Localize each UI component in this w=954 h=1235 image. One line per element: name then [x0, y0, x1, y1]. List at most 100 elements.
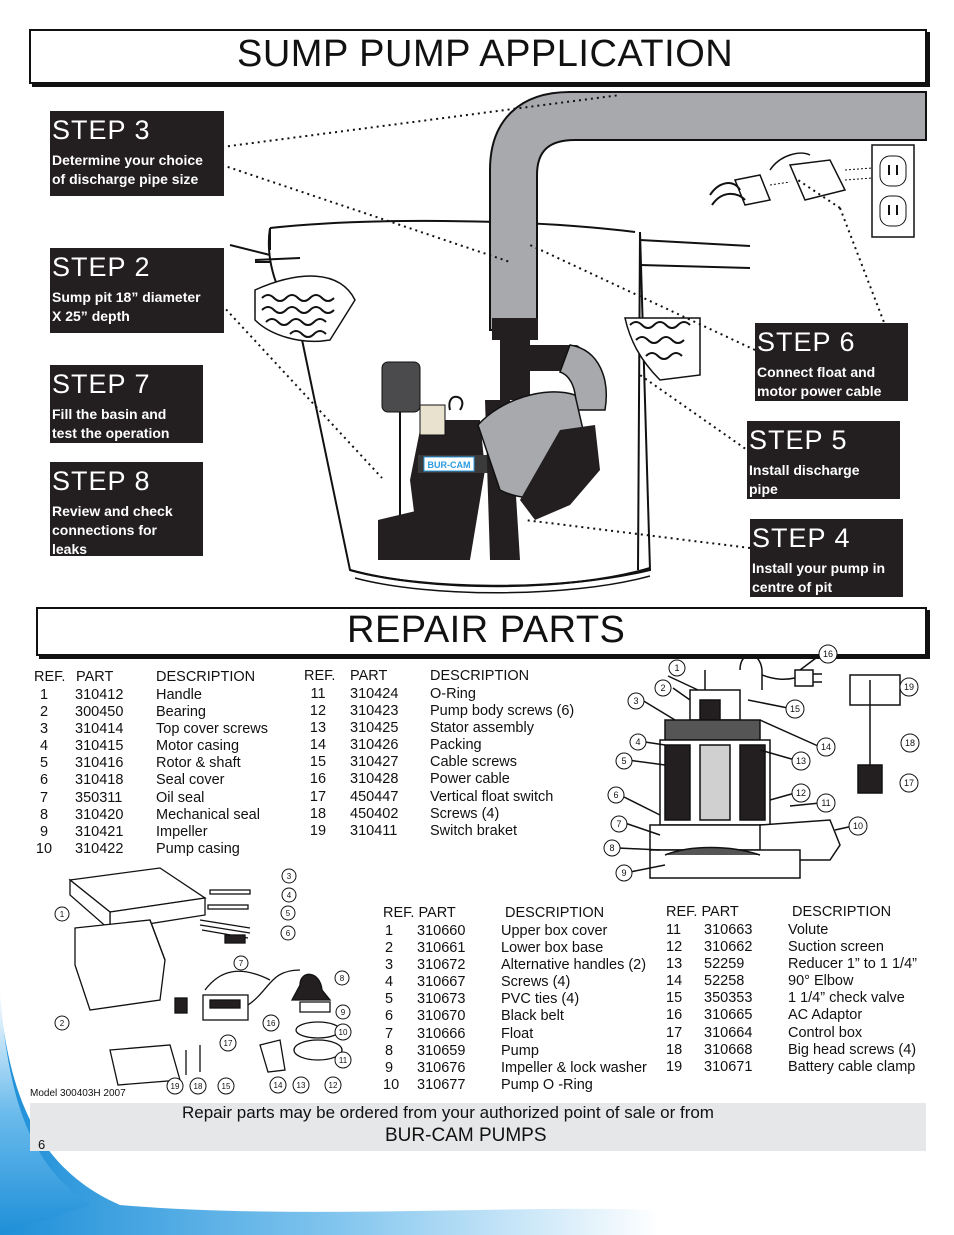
ref-cell: 15 — [309, 754, 327, 771]
part-number-cell: 310670 — [417, 1008, 466, 1025]
step-6-box: STEP 6 Connect float and motor power cab… — [755, 323, 908, 401]
part-number-cell: 310666 — [417, 1025, 466, 1042]
part-number-cell: 52259 — [704, 956, 745, 973]
ref-cell: 14 — [309, 737, 327, 754]
step-8-desc-line-1: Review and check — [52, 503, 173, 519]
part-number-cell: 310415 — [75, 738, 124, 755]
step-3-label: STEP 3 — [52, 115, 151, 145]
part-number-cell: 310660 — [417, 923, 466, 939]
step-3-desc-line-1: Determine your choice — [52, 152, 203, 168]
description-cell: Motor casing — [156, 738, 240, 755]
part-number-cell: 310421 — [75, 823, 124, 840]
part-number-cell: 450447 — [350, 788, 399, 805]
part-number-cell: 310418 — [75, 772, 124, 789]
ref-cell: 2 — [39, 704, 49, 721]
description-cell: O-Ring — [430, 686, 476, 702]
part-number-cell: 350353 — [704, 990, 753, 1007]
step-5-label: STEP 5 — [749, 425, 848, 455]
part-number-cell: 310427 — [350, 754, 399, 771]
part-number-cell: 310663 — [704, 922, 753, 938]
step-3-desc-line-2: of discharge pipe size — [52, 171, 199, 187]
sump-pump-title-box: SUMP PUMP APPLICATION — [29, 29, 927, 84]
step-8-desc-line-2: connections for — [52, 522, 158, 538]
part-number-cell: 310664 — [704, 1024, 753, 1041]
description-cell: Lower box base — [501, 940, 604, 957]
step-2-box: STEP 2 Sump pit 18” diameter X 25” depth — [50, 248, 224, 333]
repair-parts-title-box: REPAIR PARTS — [36, 607, 927, 656]
description-cell: 1 1/4” check valve — [788, 990, 905, 1007]
header-part: PART — [350, 668, 388, 684]
ref-cell: 1 — [384, 923, 394, 939]
description-cell: Screws (4) — [501, 974, 571, 991]
ref-cell: 4 — [384, 974, 394, 991]
description-cell: Battery cable clamp — [788, 1058, 916, 1075]
model-note: Model 300403H 2007 — [30, 1088, 126, 1099]
ref-cell: 11 — [310, 686, 326, 702]
ref-cell: 3 — [39, 721, 49, 738]
step-2-label: STEP 2 — [52, 252, 151, 282]
part-number-cell: 310673 — [417, 991, 466, 1008]
footer-banner: Repair parts may be ordered from your au… — [30, 1103, 926, 1151]
description-cell: Impeller & lock washer — [501, 1059, 647, 1076]
part-number-cell: 310426 — [350, 737, 399, 754]
ref-cell: 7 — [384, 1025, 394, 1042]
ref-cell: 16 — [309, 771, 327, 788]
part-number-cell: 310428 — [350, 771, 399, 788]
pump-brand-badge: BUR-CAM — [428, 460, 471, 470]
page-title: SUMP PUMP APPLICATION — [237, 33, 734, 75]
description-cell: Cable screws — [430, 754, 518, 771]
page-number: 6 — [38, 1137, 46, 1152]
table-row: 14 310426 Packing — [304, 737, 574, 754]
part-number-cell: 310412 — [75, 687, 124, 703]
ref-cell: 6 — [384, 1008, 394, 1025]
ref-cell: 9 — [39, 823, 49, 840]
ref-cell: 12 — [666, 939, 683, 956]
part-number-cell: 310422 — [75, 840, 124, 857]
description-cell: 90° Elbow — [788, 973, 854, 990]
ref-cell: 7 — [39, 789, 49, 806]
ref-cell: 8 — [39, 806, 49, 823]
ref-cell: 19 — [309, 822, 327, 839]
ref-cell: 18 — [666, 1041, 683, 1058]
ref-cell: 6 — [39, 772, 49, 789]
ref-cell: 8 — [384, 1042, 394, 1059]
description-cell: Pump O -Ring — [501, 1076, 593, 1093]
header-ref-part: REF. PART — [383, 905, 456, 921]
ref-cell: 11 — [666, 922, 682, 938]
description-cell: Switch braket — [430, 822, 518, 839]
description-cell: Power cable — [430, 771, 510, 788]
ref-cell: 17 — [309, 788, 327, 805]
description-cell: Float — [501, 1025, 534, 1042]
header-ref-part: REF. PART — [666, 904, 739, 920]
description-cell: Packing — [430, 737, 482, 754]
step-8-label: STEP 8 — [52, 466, 151, 496]
part-number-cell: 310668 — [704, 1041, 753, 1058]
ref-cell: 19 — [666, 1058, 683, 1075]
header-description: DESCRIPTION — [505, 905, 605, 921]
table-row: 4 310415 Motor casing — [34, 738, 268, 755]
description-cell: Big head screws (4) — [788, 1041, 917, 1058]
ref-cell: 4 — [39, 738, 49, 755]
step-6-desc-line-1: Connect float and — [757, 364, 876, 380]
ref-cell: 10 — [383, 1076, 400, 1093]
part-number-cell: 310677 — [417, 1076, 466, 1093]
ref-cell: 13 — [666, 956, 683, 973]
